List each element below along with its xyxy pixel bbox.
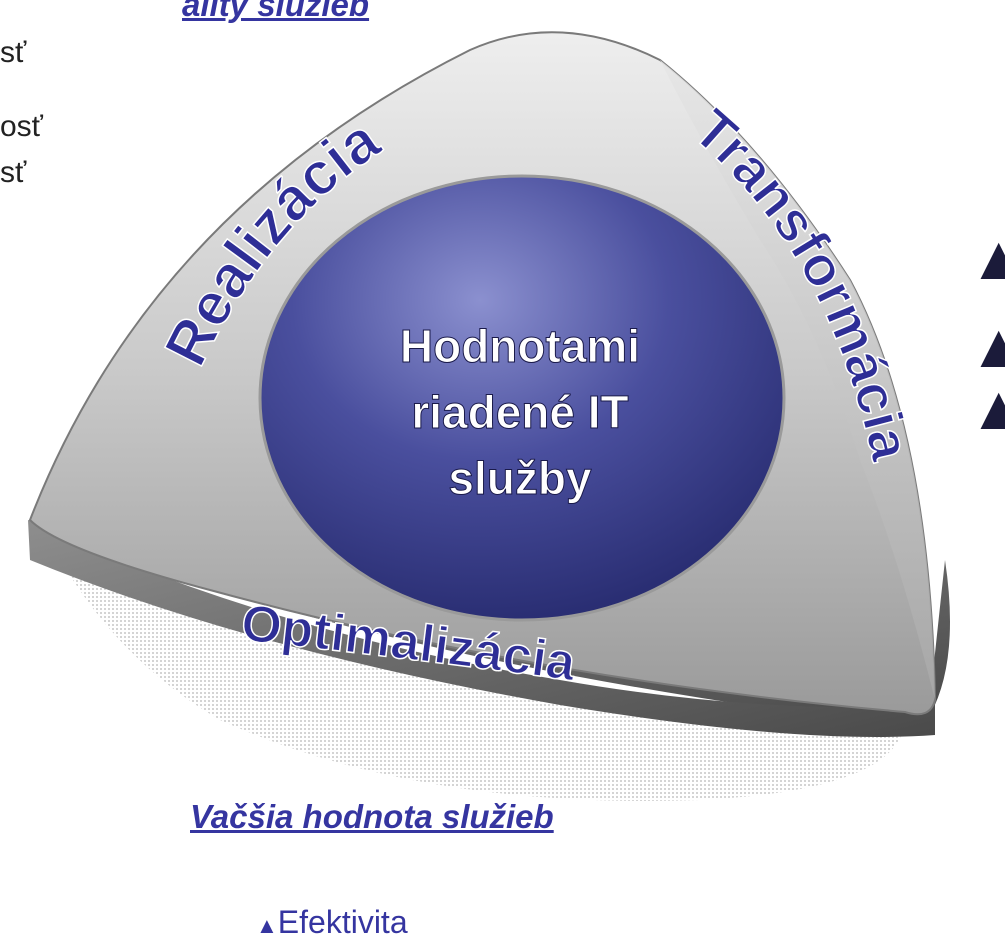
top-list-item-2: osť	[0, 110, 43, 143]
top-heading: ality služieb	[182, 0, 370, 23]
right-marker-3: ▲	[968, 374, 1005, 443]
diagram-shadow	[40, 520, 905, 801]
bottom-list-item-label: Efektivita	[277, 904, 408, 940]
triangle-bullet-icon: ▲	[256, 913, 278, 938]
center-ellipse	[258, 174, 786, 622]
right-marker-1: ▲	[968, 224, 1005, 293]
top-list-item-1: sť	[0, 36, 27, 69]
center-text-line-2: riadené IT	[411, 386, 628, 438]
center-text-line-1: Hodnotami	[400, 320, 640, 372]
triangle-right-facet	[660, 60, 935, 700]
center-text-line-3: služby	[448, 452, 592, 504]
bottom-heading: Vačšia hodnota služieb	[190, 798, 554, 835]
top-list-item-3: sť	[0, 156, 27, 189]
bottom-list-item: ▲Efektivita	[256, 906, 408, 938]
triangle-bottom-edge	[28, 520, 935, 737]
right-marker-2: ▲	[968, 312, 1005, 381]
